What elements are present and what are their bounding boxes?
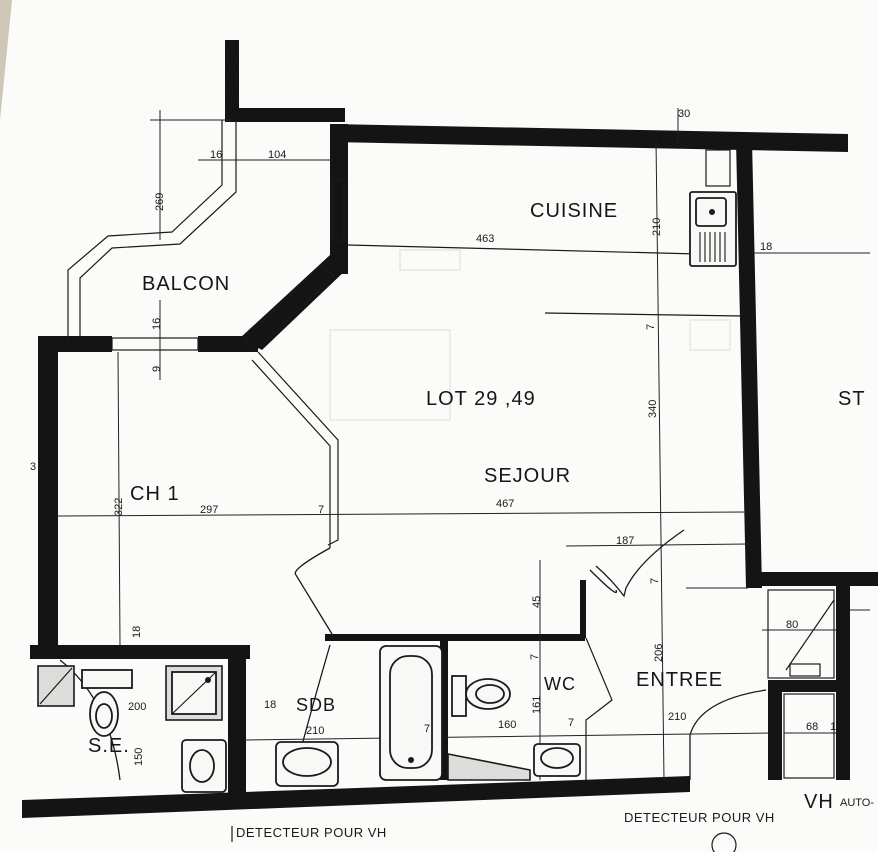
notes: DETECTEUR POUR VH DETECTEUR POUR VH AUTO… [231,797,874,852]
washbasin-wc [533,743,581,777]
dim-297: 297 [200,504,218,516]
dim-322: 322 [113,498,125,516]
dim-467: 467 [496,498,514,510]
bidet-se [181,739,227,793]
dim-187: 187 [616,535,634,547]
dim-104: 104 [268,149,286,161]
dim-80: 80 [786,619,798,631]
wc-toilet [451,675,511,717]
dim-68: 68 [806,721,818,733]
dim-30: 30 [678,108,690,120]
dim-160: 160 [498,719,516,731]
bathtub [379,645,443,781]
room-label-entree: ENTREE [636,669,723,691]
dim-340: 340 [647,400,659,418]
dim-45: 45 [531,596,543,608]
room-label-cuisine: CUISINE [530,200,618,222]
dim-463: 463 [476,233,494,245]
dim-7-entree: 7 [568,717,574,729]
washbasin-sdb [275,741,339,787]
room-labels: CUISINE BALCON LOT 29 ,49 SEJOUR CH 1 SD… [88,200,866,813]
sink-kitchen [689,149,737,267]
toilet-se [81,669,133,737]
note-detecteur-left: DETECTEUR POUR VH [236,825,387,840]
bath-platform [447,753,531,781]
note-auto: AUTO- [840,797,874,809]
room-label-ch1: CH 1 [130,483,180,505]
room-label-sdb: SDB [296,695,336,715]
dim-206: 206 [653,644,665,662]
shower-se [165,665,223,721]
room-label-wc: WC [544,674,576,694]
dim-7-ch: 7 [318,504,324,516]
print-through [329,249,731,421]
dim-18-ch: 18 [131,626,143,638]
dimension-labels: 30 16 104 269 463 210 18 16 9 7 340 3 32… [30,108,842,766]
room-label-sejour: SEJOUR [484,465,571,487]
room-label-balcon: BALCON [142,273,230,295]
dim-161: 161 [531,696,543,714]
room-label-se: S.E. [88,735,130,757]
dim-210-entree: 210 [668,711,686,723]
dim-7-bath: 7 [424,723,430,735]
dim-269: 269 [154,193,166,211]
dim-18-sdb: 18 [264,699,276,711]
dim-16-top: 16 [210,149,222,161]
dim-210-cuisine: 210 [651,218,663,236]
dim-9: 9 [151,366,163,372]
dim-210-sdb: 210 [306,725,324,737]
dim-18-vh: 18 [830,721,842,733]
washer-box [37,665,75,707]
room-label-lot: LOT 29 ,49 [426,388,536,410]
dim-18-right: 18 [760,241,772,253]
dim-150: 150 [133,748,145,766]
dim-7-sejour: 7 [645,324,657,330]
dim-200: 200 [128,701,146,713]
note-detecteur-right: DETECTEUR POUR VH [624,810,775,825]
dim-3: 3 [30,461,36,473]
walls [22,40,878,818]
dim-7-wc: 7 [529,654,541,660]
room-label-st: ST [838,388,866,410]
dim-16-balcon: 16 [151,318,163,330]
room-label-vh: VH [804,791,834,813]
balcon-hatch-marks [225,47,239,103]
dim-7-door: 7 [649,578,661,584]
